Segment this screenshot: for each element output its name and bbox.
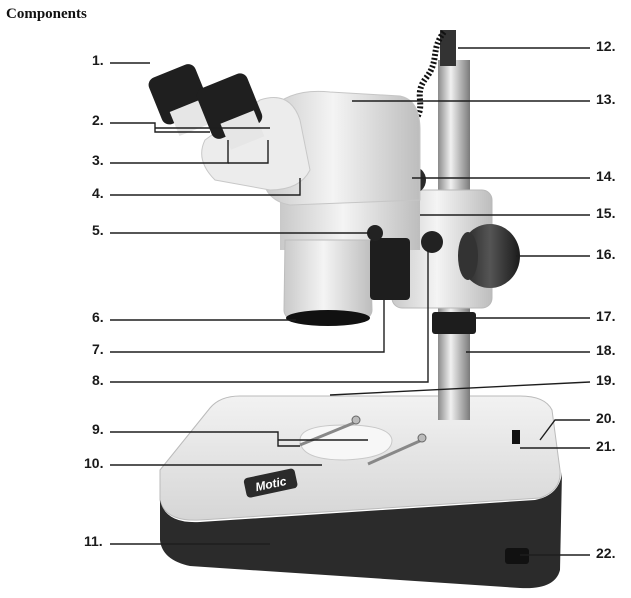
label-3: 3. xyxy=(92,152,104,168)
label-15: 15. xyxy=(596,205,615,221)
label-6: 6. xyxy=(92,309,104,325)
label-19: 19. xyxy=(596,372,615,388)
label-13: 13. xyxy=(596,91,615,107)
label-11: 11. xyxy=(84,533,103,549)
label-18: 18. xyxy=(596,342,615,358)
label-16: 16. xyxy=(596,246,615,262)
side-socket xyxy=(512,430,520,444)
label-21: 21. xyxy=(596,438,615,454)
base: Motic xyxy=(160,396,562,588)
label-1: 1. xyxy=(92,52,104,68)
label-5: 5. xyxy=(92,222,104,238)
label-22: 22. xyxy=(596,545,615,561)
label-4: 4. xyxy=(92,185,104,201)
label-12: 12. xyxy=(596,38,615,54)
label-20: 20. xyxy=(596,410,615,426)
label-10: 10. xyxy=(84,455,103,471)
label-14: 14. xyxy=(596,168,615,184)
label-17: 17. xyxy=(596,308,615,324)
label-7: 7. xyxy=(92,341,104,357)
label-2: 2. xyxy=(92,112,104,128)
label-9: 9. xyxy=(92,421,104,437)
label-8: 8. xyxy=(92,372,104,388)
switch-bottom xyxy=(505,548,529,564)
